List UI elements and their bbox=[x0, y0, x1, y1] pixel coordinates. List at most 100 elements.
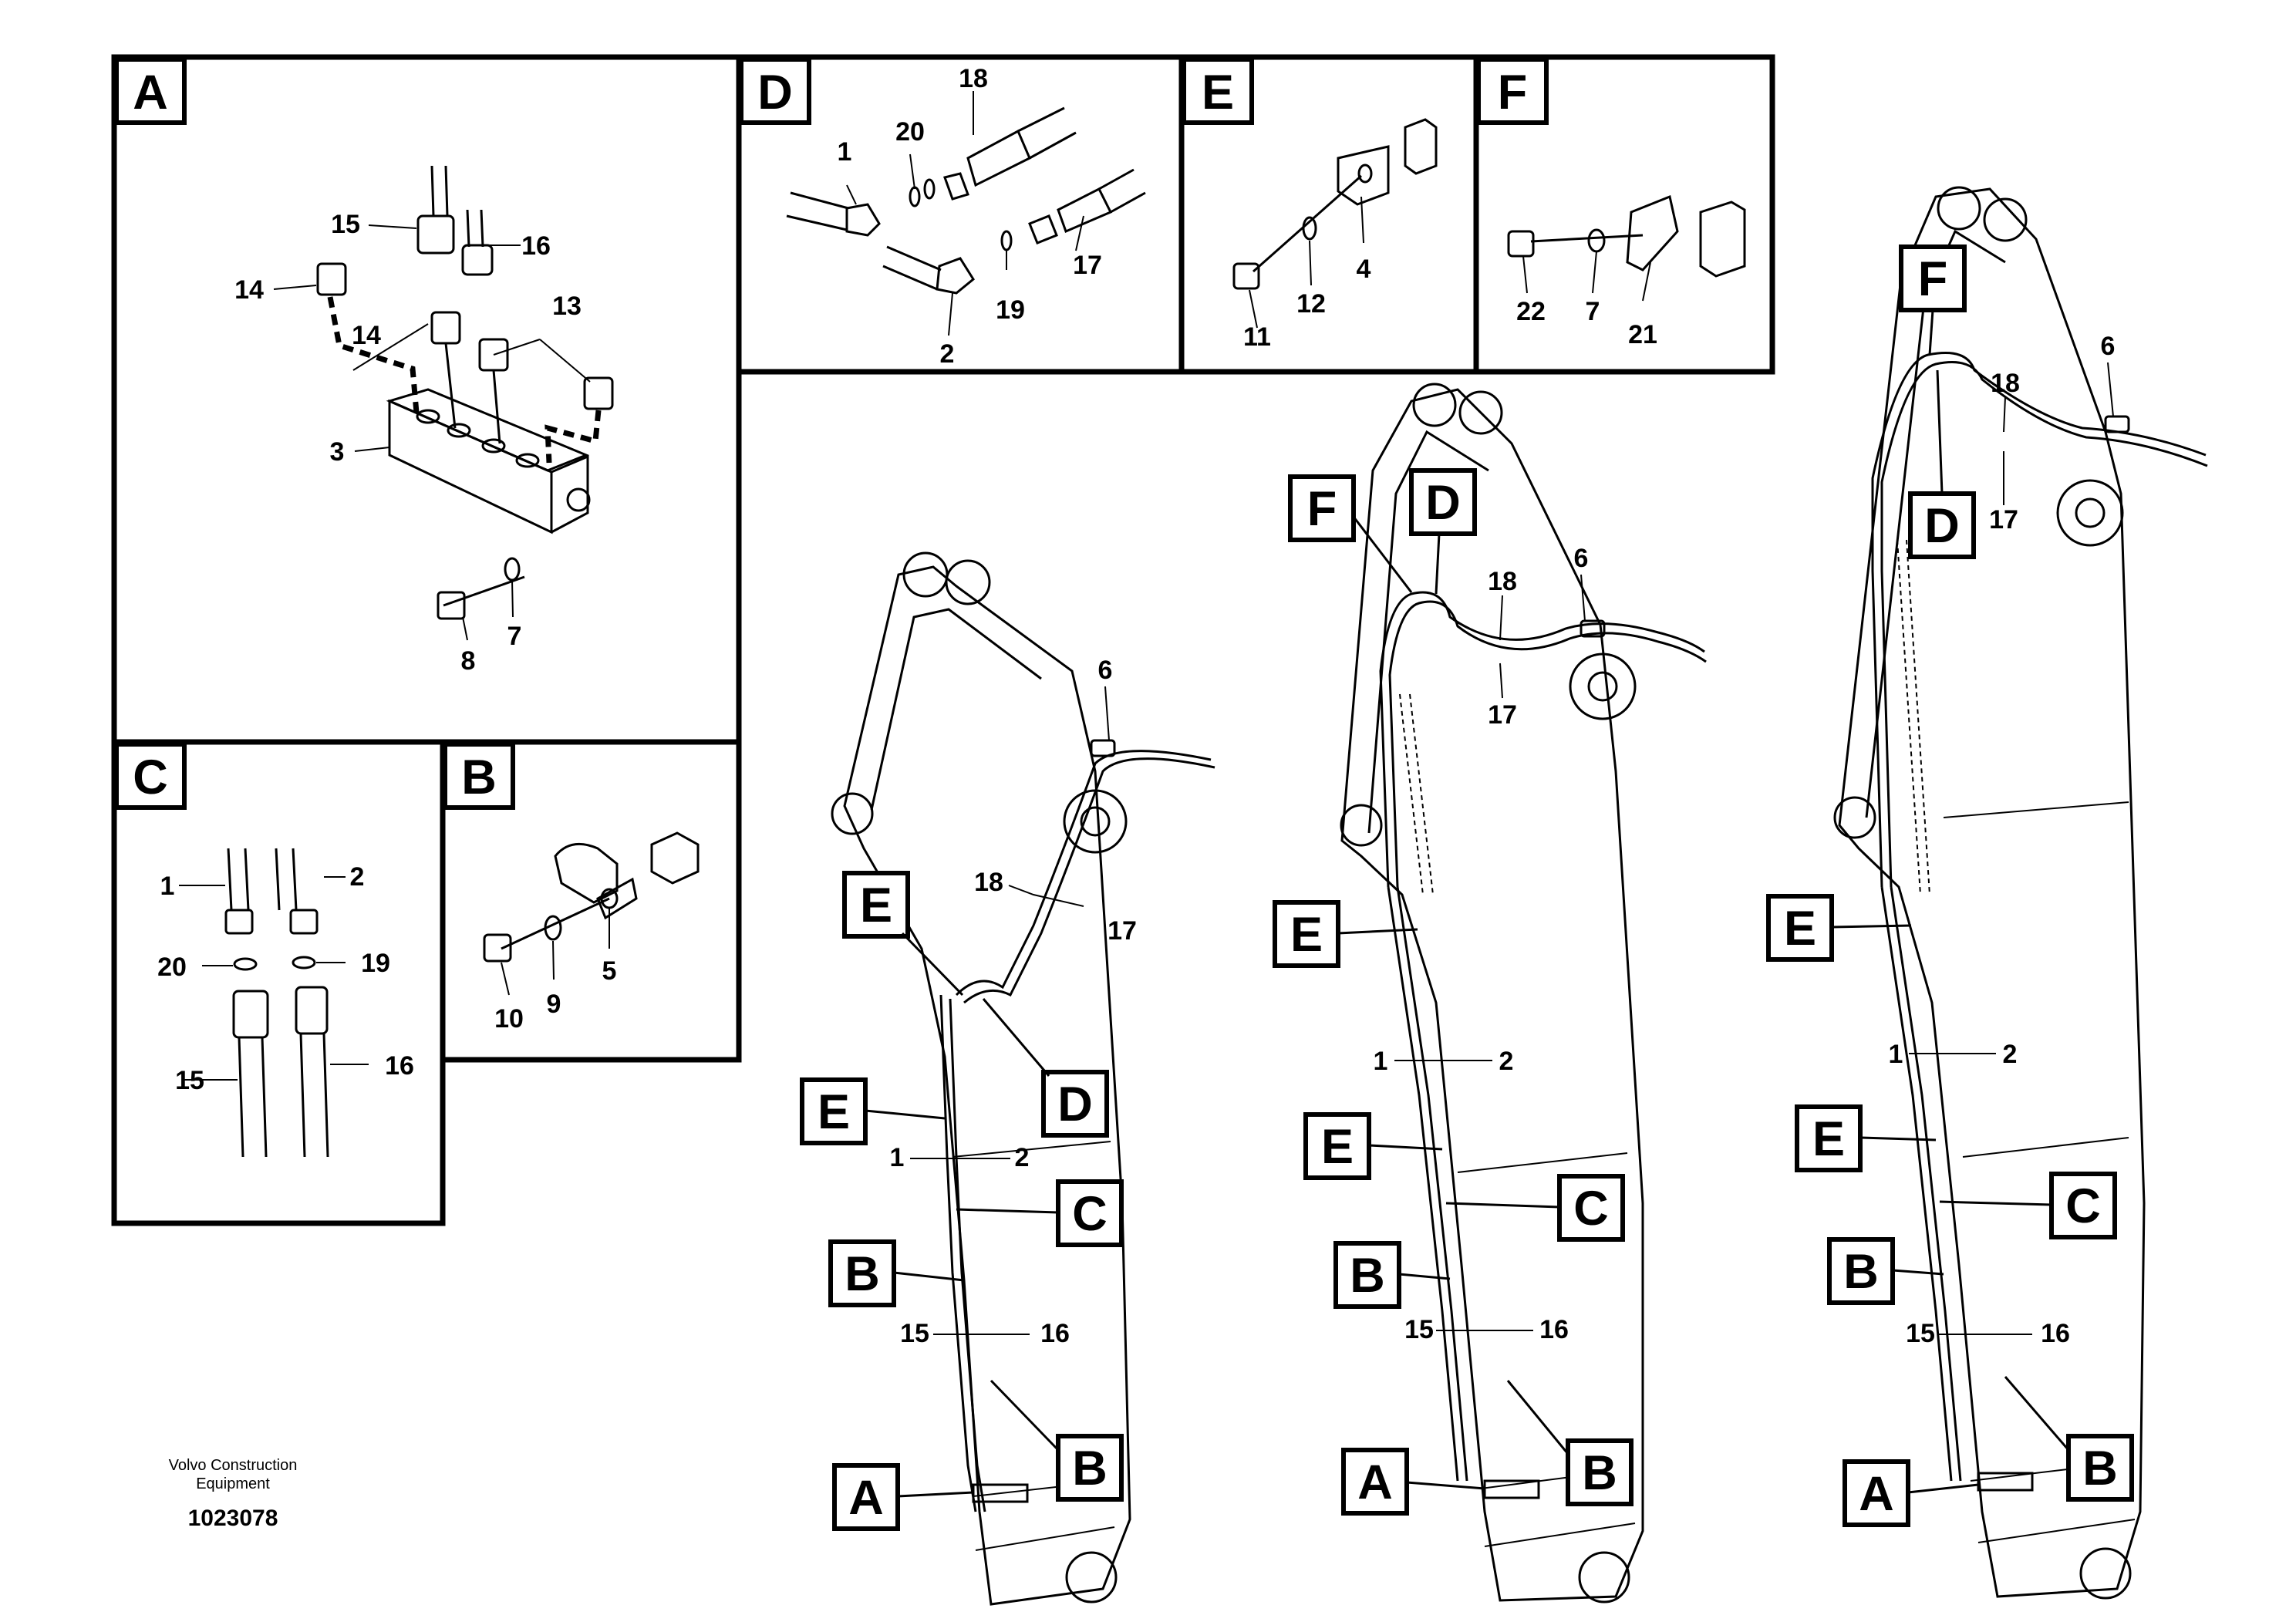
panel-e-drawing bbox=[1232, 118, 1438, 329]
nipple-14-left bbox=[316, 262, 347, 296]
svg-text:C: C bbox=[2065, 1179, 2101, 1233]
boom-1-label-15: 15 bbox=[900, 1319, 929, 1348]
boom-2-label-17: 17 bbox=[1488, 700, 1517, 730]
panel-a-frame bbox=[111, 54, 742, 745]
plate-4 bbox=[1337, 145, 1390, 206]
hose-2-d bbox=[882, 245, 942, 291]
panel-d-numbers: 18 20 1 19 17 2 bbox=[838, 64, 1102, 369]
panel-f-label: F bbox=[1498, 66, 1527, 120]
label-11: 11 bbox=[1243, 322, 1271, 352]
boom-2-hose-18 bbox=[1379, 591, 1705, 888]
boom-2-label-16: 16 bbox=[1539, 1315, 1569, 1344]
boom-3-hose-18 bbox=[1871, 352, 2207, 888]
label-14-mid: 14 bbox=[352, 321, 381, 350]
panel-c-letter: C bbox=[114, 742, 187, 810]
boom-3-label-16: 16 bbox=[2041, 1319, 2070, 1348]
label-19-d: 19 bbox=[996, 295, 1025, 325]
boom-2-hose-17 bbox=[1388, 600, 1707, 888]
boom-2-callout-b-low: B bbox=[1566, 1438, 1633, 1506]
fitting-18 bbox=[966, 129, 1031, 187]
boom-2-callout-e-top: E bbox=[1273, 900, 1340, 968]
boom-3-hose-17 bbox=[1880, 361, 2208, 888]
bolt-8 bbox=[443, 575, 525, 607]
boom-3-callout-c: C bbox=[2049, 1172, 2117, 1239]
boom-2-callout-a: A bbox=[1341, 1448, 1409, 1516]
boom-3-pivot bbox=[2056, 479, 2124, 547]
boom-2-callout-f: F bbox=[1288, 474, 1356, 542]
boom-3-label-15: 15 bbox=[1906, 1319, 1935, 1348]
panel-f-letter: F bbox=[1476, 57, 1549, 125]
boom-3-label-1: 1 bbox=[1889, 1040, 1903, 1069]
bolt-10 bbox=[483, 933, 512, 963]
hose-end-2 bbox=[289, 909, 319, 935]
panel-b-label: B bbox=[461, 750, 497, 804]
label-7: 7 bbox=[507, 622, 522, 651]
boom-2-label-6: 6 bbox=[1574, 544, 1589, 573]
panel-a-numbers: 15 16 14 14 13 3 8 7 bbox=[234, 210, 582, 676]
label-3: 3 bbox=[330, 437, 345, 467]
svg-text:B: B bbox=[2082, 1442, 2118, 1496]
clamp bbox=[554, 842, 619, 904]
hose-1-d bbox=[786, 191, 849, 231]
label-22: 22 bbox=[1516, 297, 1546, 326]
boom-2-manifold bbox=[1483, 1479, 1540, 1499]
dashed-connection-right bbox=[544, 410, 602, 464]
boom-3-label-2: 2 bbox=[2003, 1040, 2018, 1069]
weld-block-e bbox=[1404, 118, 1438, 175]
oring-20 bbox=[233, 957, 258, 971]
boom-1 bbox=[831, 551, 1215, 1606]
nipple-13-right bbox=[583, 376, 614, 410]
boom-3-callout-f: F bbox=[1899, 244, 1967, 312]
panel-a-drawing bbox=[273, 165, 614, 641]
boom-1-callout-e-mid: E bbox=[800, 1077, 868, 1145]
label-20-d: 20 bbox=[895, 117, 925, 147]
panel-e-label: E bbox=[1202, 66, 1234, 120]
svg-text:C: C bbox=[1573, 1182, 1609, 1236]
panel-d-label: D bbox=[757, 66, 793, 120]
label-13: 13 bbox=[552, 292, 582, 321]
boom-2-callout-b-mid: B bbox=[1333, 1241, 1401, 1309]
label-2-d: 2 bbox=[940, 339, 955, 369]
fitting-16-c bbox=[295, 986, 329, 1035]
boom-3-callouts: F D E E C B B A bbox=[1766, 244, 2134, 1527]
panel-f-numbers: 22 7 21 bbox=[1516, 297, 1657, 349]
panel-a-letter: A bbox=[114, 57, 187, 125]
boom-1-hose-1-2 bbox=[939, 994, 986, 1512]
panel-c-frame bbox=[111, 739, 446, 1226]
boom-1-callout-c: C bbox=[1056, 1179, 1124, 1247]
weld-block bbox=[650, 831, 700, 885]
hose-18 bbox=[1017, 106, 1077, 160]
panel-b-drawing bbox=[483, 831, 700, 996]
boom-2-pivot bbox=[1569, 653, 1637, 720]
boom-3 bbox=[1833, 186, 2208, 1600]
panel-b-frame bbox=[440, 739, 742, 1063]
bolt-11 bbox=[1232, 262, 1260, 290]
panel-c-drawing bbox=[179, 848, 369, 1158]
fitting-20 bbox=[943, 172, 969, 201]
boom-2-label-1: 1 bbox=[1374, 1047, 1388, 1076]
nipple-14-mid bbox=[430, 311, 461, 345]
bolt-22 bbox=[1507, 230, 1535, 258]
hose-end-1 bbox=[224, 909, 254, 935]
washer-7-f bbox=[1587, 228, 1606, 253]
label-16: 16 bbox=[521, 231, 551, 261]
boom-2-label-2: 2 bbox=[1499, 1047, 1514, 1076]
svg-text:B: B bbox=[1072, 1442, 1108, 1496]
boom-2 bbox=[1340, 383, 1707, 1603]
label-17-d: 17 bbox=[1073, 251, 1102, 280]
boom-1-label-17: 17 bbox=[1108, 916, 1137, 946]
clamp-foot bbox=[596, 877, 638, 920]
fitting-15-c bbox=[232, 990, 269, 1039]
label-20-c: 20 bbox=[157, 953, 187, 982]
label-14-left: 14 bbox=[234, 275, 264, 305]
boom-2-callout-c: C bbox=[1557, 1174, 1625, 1242]
label-8: 8 bbox=[461, 646, 476, 676]
boom-3-callout-b-low: B bbox=[2066, 1434, 2134, 1502]
panel-a-label: A bbox=[133, 66, 168, 120]
svg-text:A: A bbox=[1357, 1455, 1393, 1509]
panel-f-drawing bbox=[1507, 194, 1746, 302]
boom-1-numbers: 6 18 17 1 2 15 16 bbox=[890, 656, 1137, 1348]
label-21: 21 bbox=[1628, 320, 1657, 349]
svg-text:E: E bbox=[1321, 1120, 1354, 1174]
block-side bbox=[551, 454, 589, 534]
